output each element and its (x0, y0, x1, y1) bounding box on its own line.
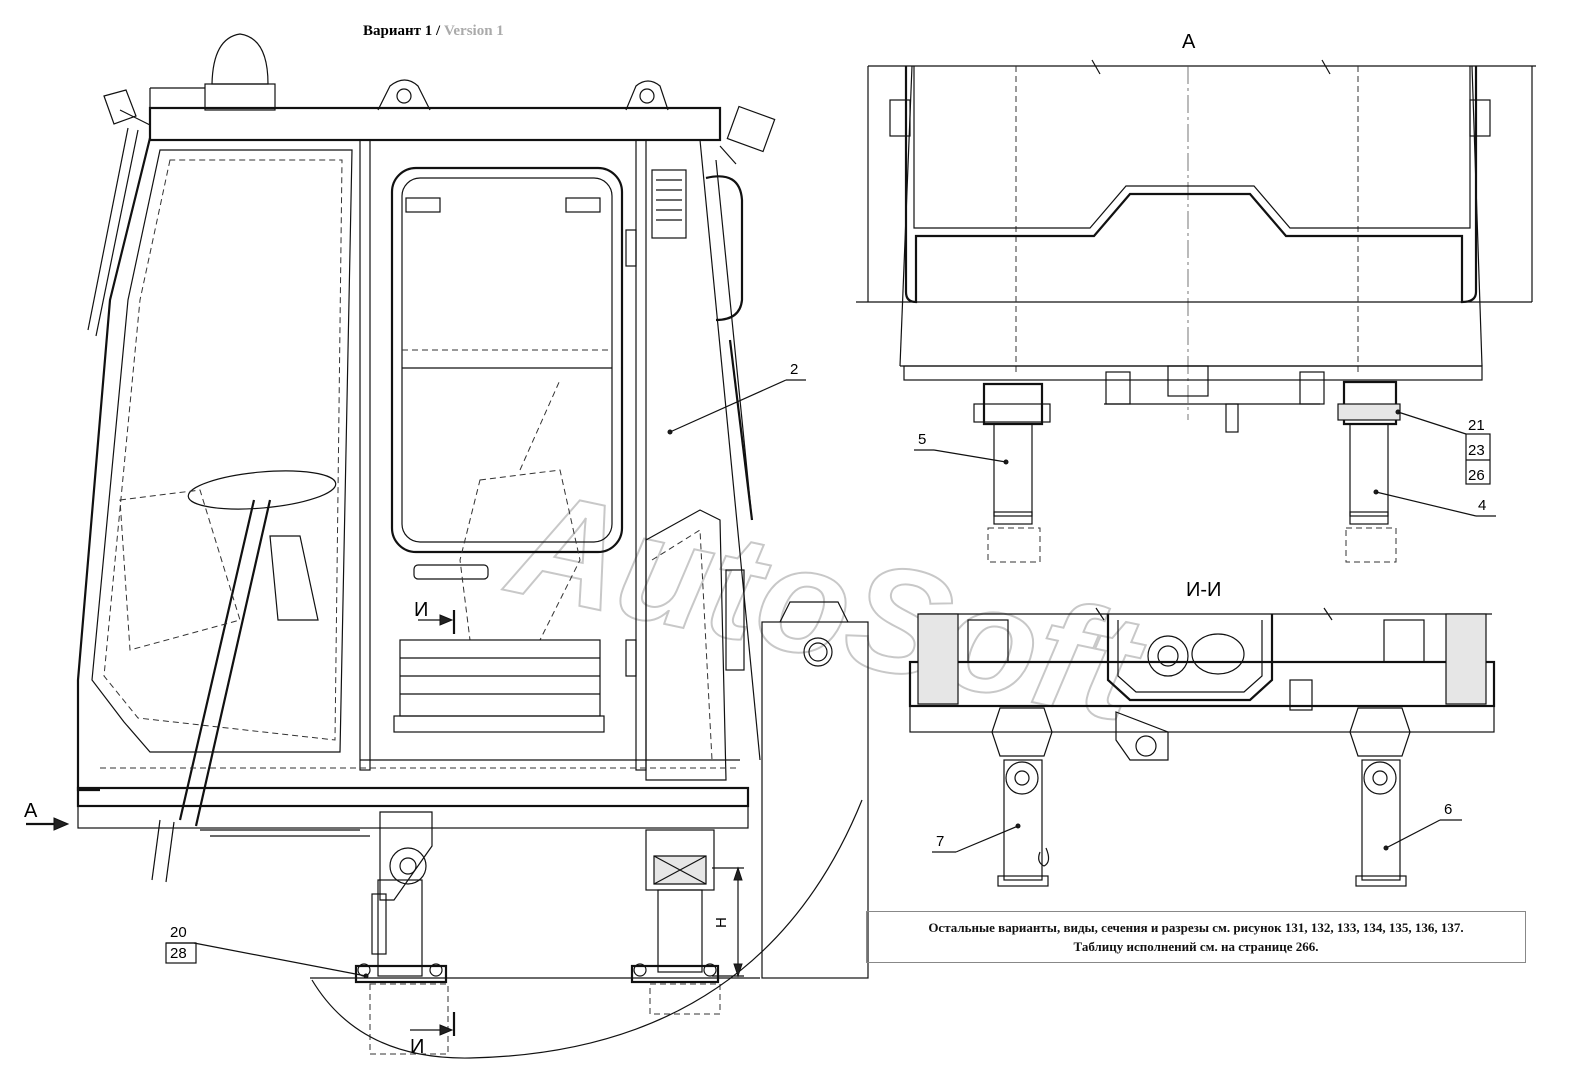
dimension-h: H (713, 917, 730, 928)
variant-title-en: Version 1 (444, 23, 504, 39)
callout-4: 4 (1478, 497, 1486, 514)
variant-title: Вариант 1 / Version 1 (363, 23, 504, 39)
callout-5: 5 (918, 431, 926, 448)
callout-23: 23 (1468, 442, 1485, 459)
variant-title-separator: / (432, 23, 444, 39)
cab-side-view: H А И И (24, 33, 869, 1059)
section-ii-title: И-И (1186, 579, 1221, 601)
watermark: AutoSoft (494, 456, 1158, 754)
view-a: А (856, 31, 1536, 563)
callout-6: 6 (1444, 801, 1452, 818)
view-a-title: А (1182, 31, 1196, 53)
section-mark-top: И (414, 599, 428, 621)
note-line-2: Таблицу исполнений см. на странице 266. (1073, 939, 1319, 954)
variant-title-ru: Вариант 1 (363, 23, 432, 39)
section-mark-bottom: И (410, 1036, 424, 1058)
callout-20: 20 (170, 924, 187, 941)
view-a-arrow-label: А (24, 800, 38, 822)
callout-7: 7 (936, 833, 944, 850)
callout-21: 21 (1468, 417, 1485, 434)
section-ii: И-И (908, 579, 1496, 887)
callout-26: 26 (1468, 467, 1485, 484)
callout-2: 2 (790, 361, 798, 378)
callout-28: 28 (170, 945, 187, 962)
note-line-1: Остальные варианты, виды, сечения и разр… (928, 920, 1464, 935)
notes-box: Остальные варианты, виды, сечения и разр… (866, 911, 1526, 963)
